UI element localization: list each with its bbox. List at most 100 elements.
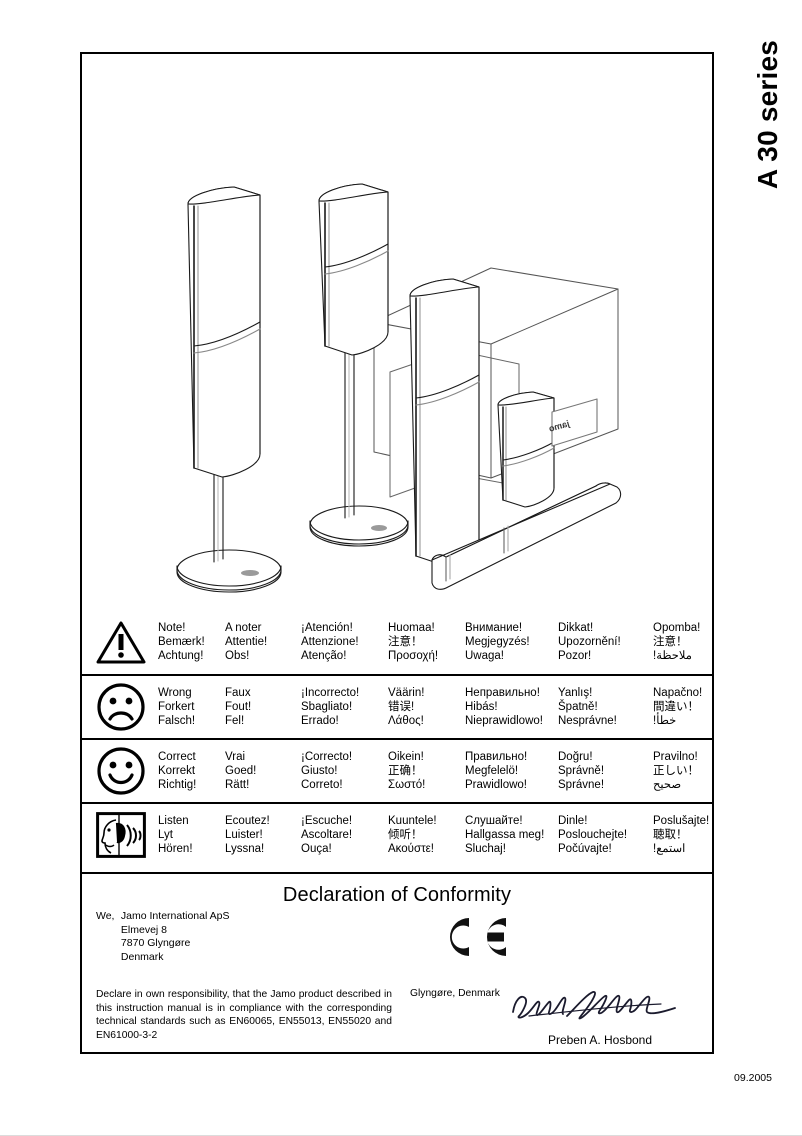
warning-cell: ¡Correcto! Giusto! Correto! — [301, 750, 388, 793]
warning-line: !ملاحظة — [653, 650, 692, 663]
warning-line: Väärin! — [388, 686, 425, 699]
warning-line: Faux — [225, 686, 251, 699]
warning-line: 错误! — [388, 700, 415, 713]
warning-cell: Oikein! 正确！ Σωστό! — [388, 750, 465, 793]
warning-line: !خطأ — [653, 715, 677, 728]
warning-line: Pozor! — [558, 650, 592, 663]
brand-plate: jamo — [547, 398, 598, 447]
warning-line: Poslušajte! — [653, 814, 710, 827]
footer-date: 09.2005 — [734, 1072, 772, 1084]
warning-cell: Pravilno! 正しい！ صحيح — [653, 750, 733, 793]
warning-line: Lyt — [158, 828, 173, 841]
warning-line: Fel! — [225, 715, 245, 728]
warning-cell: Wrong Forkert Falsch! — [158, 686, 225, 729]
warning-line: Oikein! — [388, 750, 424, 763]
declarant-address: We, Jamo International ApS Elmevej 8 787… — [96, 910, 230, 964]
warning-line: Ascoltare! — [301, 828, 353, 841]
warning-line: Hallgassa meg! — [465, 828, 545, 841]
warning-line: Giusto! — [301, 764, 338, 777]
warning-line: Správne! — [558, 779, 605, 792]
happy-face-icon — [92, 746, 150, 796]
warning-line: Megfelelö! — [465, 764, 519, 777]
warning-cell: Dikkat! Upozornění! Pozor! — [558, 621, 653, 664]
warning-line: Correto! — [301, 779, 343, 792]
warning-cell: Poslušajte! 聴取！ !استمع — [653, 814, 733, 857]
warning-line: Errado! — [301, 715, 339, 728]
warning-line: Rätt! — [225, 779, 250, 792]
we-label: We, — [96, 910, 115, 922]
warning-line: 聴取！ — [653, 828, 688, 841]
warning-line: Wrong — [158, 686, 192, 699]
warning-line: Upozornění! — [558, 635, 621, 648]
warning-line: صحيح — [653, 779, 682, 792]
warning-line: !استمع — [653, 843, 686, 856]
warning-line: Hibás! — [465, 700, 498, 713]
warning-cell: Opomba! 注意！ !ملاحظة — [653, 621, 733, 664]
warning-line: ¡Escuche! — [301, 814, 353, 827]
warning-line: Προσοχή! — [388, 650, 439, 663]
warning-cell: Dinle! Poslouchejte! Počúvajte! — [558, 814, 653, 857]
warning-line: Megjegyzés! — [465, 635, 530, 648]
warning-cell: Huomaa! 注意！ Προσοχή! — [388, 621, 465, 664]
warning-row-wrong-columns: Wrong Forkert Falsch! Faux Fout! Fel! ¡I… — [150, 686, 733, 729]
floor-speaker-center — [309, 183, 409, 547]
warning-line: Forkert — [158, 700, 195, 713]
warning-cell: Note! Bemærk! Achtung! — [158, 621, 225, 664]
warning-line: Kuuntele! — [388, 814, 437, 827]
address-line-4: Denmark — [120, 950, 164, 963]
signature-block: Preben A. Hosbond — [502, 986, 698, 1047]
page-frame: jamo — [80, 52, 714, 1054]
warning-line: 注意！ — [388, 635, 423, 648]
warning-line: Goed! — [225, 764, 257, 777]
warning-line: Falsch! — [158, 715, 196, 728]
warning-line: Note! — [158, 621, 186, 634]
warning-line: Nieprawidlowo! — [465, 715, 543, 728]
warning-line: Correct — [158, 750, 196, 763]
signatory-name: Preben A. Hosbond — [547, 1033, 653, 1047]
warning-line: Ακούστε! — [388, 843, 434, 856]
warning-table: Note! Bemærk! Achtung! A noter Attentie!… — [82, 610, 712, 866]
warning-line: Hören! — [158, 843, 193, 856]
series-title-label: A 30 series — [752, 40, 783, 190]
warning-line: Attenzione! — [301, 635, 359, 648]
warning-cell: Vrai Goed! Rätt! — [225, 750, 301, 793]
warning-line: 倾听！ — [388, 828, 423, 841]
warning-cell: Слушайте! Hallgassa meg! Sluchaj! — [465, 814, 558, 857]
warning-line: ¡Correcto! — [301, 750, 353, 763]
warning-line: Doğru! — [558, 750, 593, 763]
warning-line: Sluchaj! — [465, 843, 506, 856]
warning-line: Yanlış! — [558, 686, 593, 699]
listen-ear-icon — [92, 812, 150, 858]
warning-cell: ¡Atención! Attenzione! Atenção! — [301, 621, 388, 664]
speaker-system-illustration: jamo — [82, 54, 712, 610]
warning-line: 正确！ — [388, 764, 423, 777]
warning-line: Korrekt — [158, 764, 196, 777]
warning-line: Fout! — [225, 700, 252, 713]
warning-line: Luister! — [225, 828, 263, 841]
warning-line: Правильно! — [465, 750, 528, 763]
address-line-2: Elmevej 8 — [120, 923, 168, 936]
warning-cell: Yanlış! Špatně! Nesprávne! — [558, 686, 653, 729]
warning-cell: Faux Fout! Fel! — [225, 686, 301, 729]
warning-cell: Doğru! Správně! Správne! — [558, 750, 653, 793]
warning-line: Dikkat! — [558, 621, 594, 634]
warning-line: Ouça! — [301, 843, 332, 856]
warning-row-note-columns: Note! Bemærk! Achtung! A noter Attentie!… — [150, 621, 733, 664]
warning-cell: ¡Escuche! Ascoltare! Ouça! — [301, 814, 388, 857]
warning-row-note: Note! Bemærk! Achtung! A noter Attentie!… — [82, 610, 712, 674]
warning-row-correct-columns: Correct Korrekt Richtig! Vrai Goed! Rätt… — [150, 750, 733, 793]
warning-line: Σωστό! — [388, 779, 426, 792]
warning-line: Внимание! — [465, 621, 523, 634]
warning-cell: Kuuntele! 倾听！ Ακούστε! — [388, 814, 465, 857]
warning-line: Uwaga! — [465, 650, 504, 663]
warning-line: Nesprávne! — [558, 715, 617, 728]
warning-line: ¡Atención! — [301, 621, 353, 634]
warning-line: Неправильно! — [465, 686, 540, 699]
warning-line: Obs! — [225, 650, 250, 663]
warning-line: Huomaa! — [388, 621, 435, 634]
warning-cell: Правильно! Megfelelö! Prawidlowo! — [465, 750, 558, 793]
warning-cell: Väärin! 错误! Λάθος! — [388, 686, 465, 729]
warning-line: Pravilno! — [653, 750, 698, 763]
warning-triangle-icon — [92, 620, 150, 664]
declaration-of-conformity: Declaration of Conformity We, Jamo Inter… — [82, 872, 712, 1052]
